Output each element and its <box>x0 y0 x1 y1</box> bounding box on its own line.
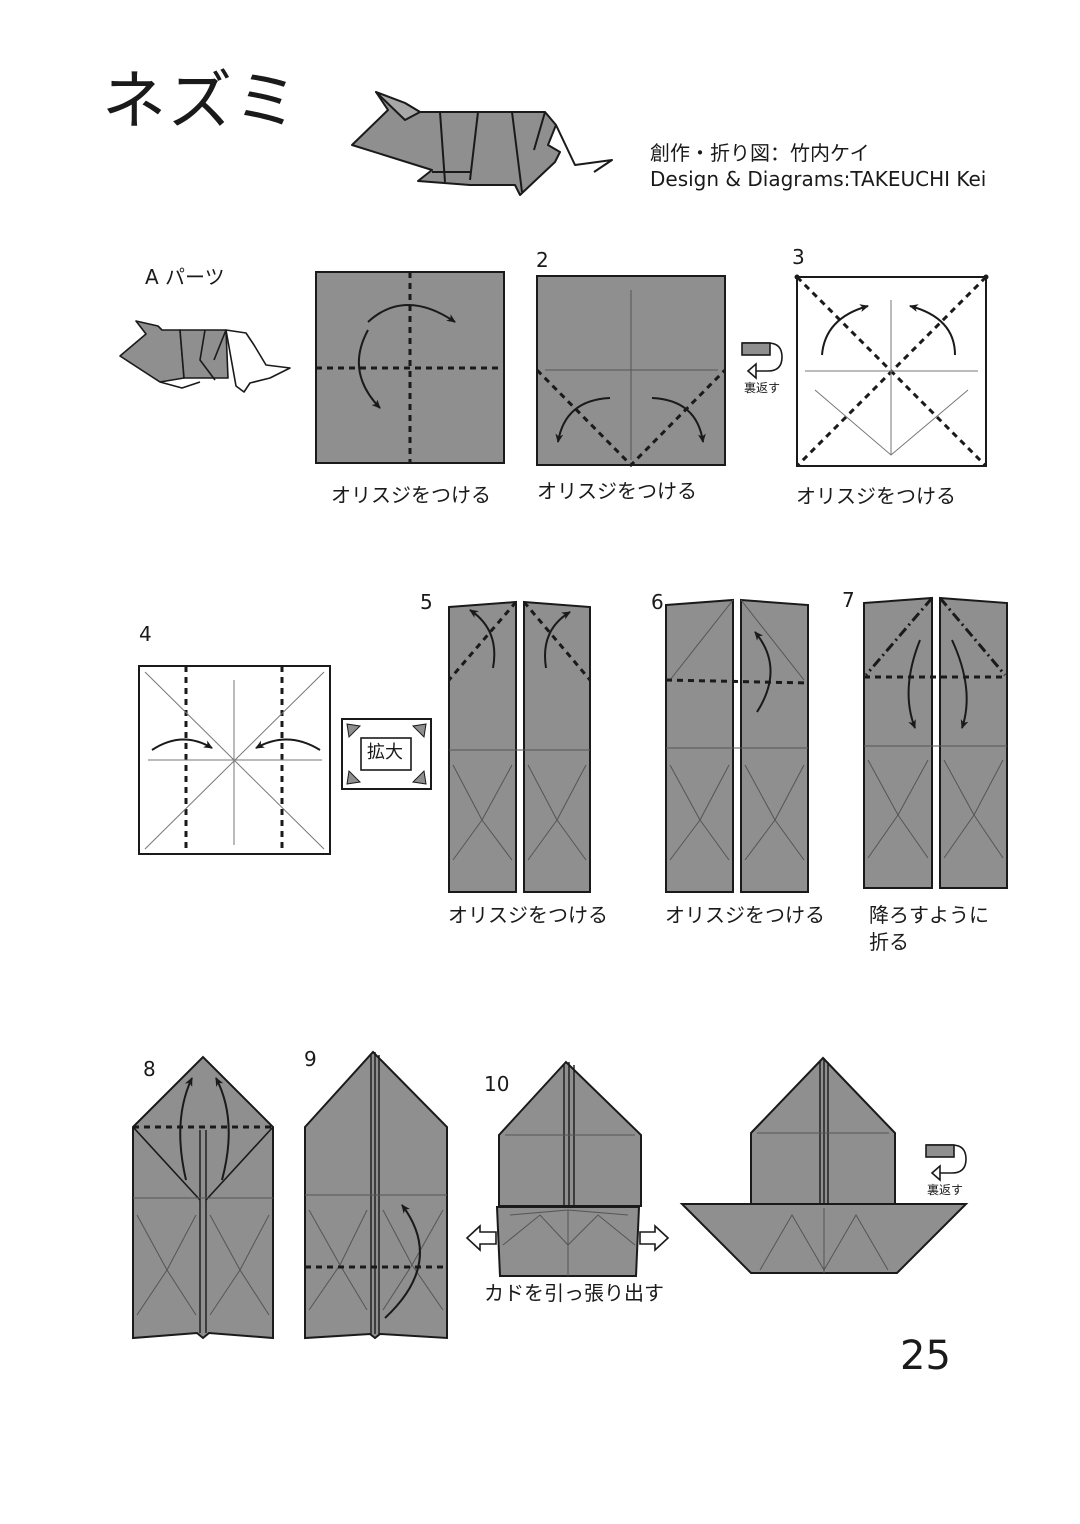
step-5-caption: オリスジをつける <box>448 903 608 927</box>
step-7-caption: 降ろすように <box>869 903 989 927</box>
step-8-number: 8 <box>143 1057 156 1081</box>
step-3-number: 3 <box>792 245 805 269</box>
page-number: 25 <box>900 1333 951 1379</box>
step-6-number: 6 <box>651 590 664 614</box>
step-8-diagram <box>132 1055 274 1340</box>
step-3-caption: オリスジをつける <box>796 484 956 508</box>
step-1-diagram <box>315 271 505 464</box>
step-4-number: 4 <box>139 622 152 646</box>
step-9-diagram <box>304 1050 448 1340</box>
step-3-diagram <box>794 274 989 468</box>
step-10-number: 10 <box>484 1072 510 1096</box>
step-7-diagram <box>863 596 1008 889</box>
step-2-diagram <box>535 275 727 468</box>
step-5-number: 5 <box>420 590 433 614</box>
mouse-figure-main <box>351 91 613 196</box>
step-4-diagram <box>138 665 331 855</box>
turn-over-icon-2 <box>925 1144 967 1182</box>
turn-over-label-2: 裏返す <box>927 1183 964 1197</box>
turn-over-icon <box>741 342 783 380</box>
step-2-number: 2 <box>536 248 549 272</box>
step-11-diagram <box>679 1056 969 1274</box>
mouse-figure-part-a <box>119 320 291 393</box>
step-10-caption: カドを引っ張り出す <box>484 1281 664 1305</box>
step-9-number: 9 <box>304 1047 317 1071</box>
step-6-caption: オリスジをつける <box>665 903 825 927</box>
enlarge-label: 拡大 <box>367 742 403 763</box>
step-2-caption: オリスジをつける <box>537 479 697 503</box>
step-7-number: 7 <box>842 588 855 612</box>
credit-english: Design & Diagrams:TAKEUCHI Kei <box>650 167 987 191</box>
step-1-caption: オリスジをつける <box>331 483 491 507</box>
page-title: ネズミ <box>102 65 300 139</box>
credit-japanese: 創作・折り図：竹内ケイ <box>650 141 870 165</box>
step-10-diagram <box>465 1060 670 1277</box>
step-7-caption-line2: 折る <box>869 930 909 954</box>
part-label: A パーツ <box>145 265 225 289</box>
step-5-diagram <box>447 600 592 893</box>
step-6-diagram <box>665 598 809 893</box>
turn-over-label: 裏返す <box>744 381 781 395</box>
enlarge-icon <box>341 718 432 790</box>
